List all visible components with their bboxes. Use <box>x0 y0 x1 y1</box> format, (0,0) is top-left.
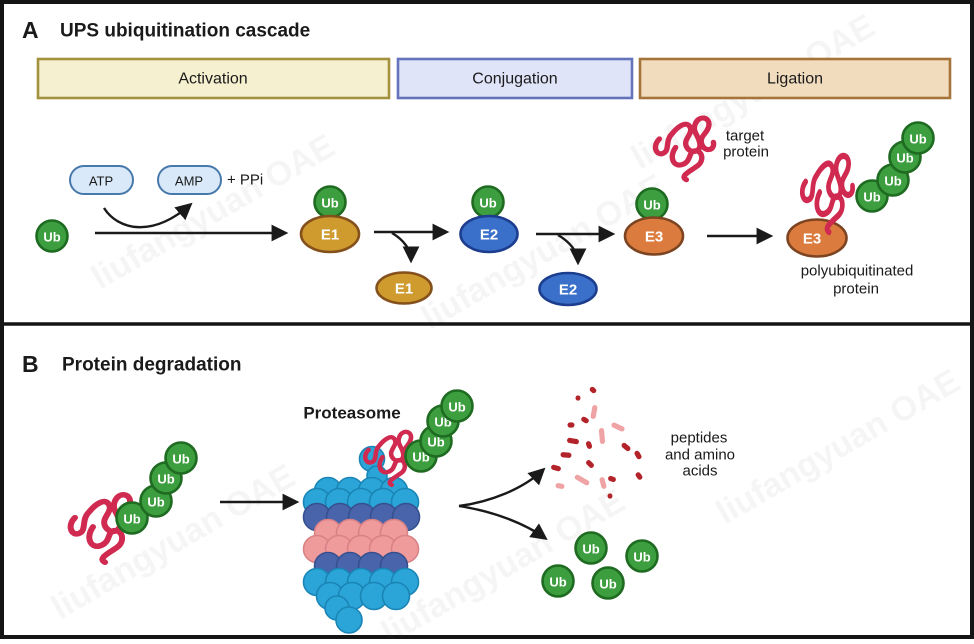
chain-ubiquitin <box>164 441 198 475</box>
e1-enzyme <box>299 214 361 254</box>
peptides-caption-line2: and amino <box>665 447 735 464</box>
free-ubiquitin <box>625 539 659 573</box>
release-arrow-e1 <box>391 231 420 264</box>
peptide-fragment <box>635 472 643 480</box>
target-protein-caption-line1: target <box>726 128 765 145</box>
e1-enzyme <box>375 271 433 305</box>
ubiquitin-on-e3 <box>635 187 669 221</box>
peptide-fragment <box>607 493 613 499</box>
proteasome-subunit <box>381 581 411 611</box>
peptide-fragment <box>634 450 642 460</box>
atp-pill <box>69 165 134 195</box>
proteasome: Proteasome <box>302 389 474 634</box>
peptide-fragment <box>586 460 594 468</box>
e2-label: E2 <box>480 227 498 244</box>
e2-enzyme <box>538 271 598 307</box>
activation-phase-label: Activation <box>178 71 247 88</box>
proteasome-label: Proteasome <box>303 404 400 423</box>
peptides-caption-line1: peptides <box>671 430 728 447</box>
free-ubiquitin <box>574 531 608 565</box>
peptide-fragment <box>581 416 589 424</box>
free-ubiquitin <box>591 566 625 600</box>
peptides-caption-line3: acids <box>682 463 717 480</box>
ubiquitin-on-e1 <box>313 185 347 219</box>
ligation-phase-box <box>638 57 952 100</box>
amp-pill <box>157 165 222 195</box>
target-protein-caption-line2: protein <box>723 144 769 161</box>
peptide-fragment <box>567 437 579 445</box>
e3-enzyme <box>623 216 685 256</box>
e2-ub-complex: E2 <box>459 185 519 254</box>
panel-a: A UPS ubiquitination cascade Activation … <box>22 17 952 307</box>
arrow-to-free-ubiquitin <box>458 504 548 540</box>
e3-label: E3 <box>803 231 821 248</box>
panel-b-title: Protein degradation <box>62 355 241 376</box>
peptide-fragment <box>585 441 593 449</box>
arrow-to-peptides <box>458 467 546 508</box>
released-e2: E2 <box>538 271 598 307</box>
peptide-fragment <box>575 395 581 401</box>
peptide-fragment <box>560 452 572 458</box>
poly-caption-line1: polyubiquitinated <box>801 263 914 280</box>
proteasome-subunit <box>335 606 363 634</box>
atp-amp-arrow <box>102 202 193 229</box>
phase-boxes: Activation Conjugation Ligation <box>36 57 952 100</box>
peptide-fragments <box>551 386 643 499</box>
atp-label: ATP <box>89 174 113 189</box>
peptide-fragment <box>574 474 590 486</box>
peptide-fragment <box>590 405 598 419</box>
peptide-fragment <box>598 428 606 444</box>
amp-label: AMP <box>175 174 203 189</box>
polyubiquitinated-complex: E3 polyubiquitinated protein <box>786 121 935 298</box>
peptide-fragment <box>608 475 616 483</box>
target-protein: target protein <box>655 118 769 180</box>
panel-a-letter: A <box>22 17 39 43</box>
panel-a-title: UPS ubiquitination cascade <box>60 21 310 42</box>
peptide-fragment <box>567 422 575 428</box>
panel-b-letter: B <box>22 351 39 377</box>
panel-b: B Protein degradation Proteasome <box>22 351 735 634</box>
proteasome-barrel <box>302 445 421 634</box>
e3-enzyme <box>786 218 848 258</box>
conjugation-phase-label: Conjugation <box>472 71 557 88</box>
ppi-label: + PPi <box>227 172 263 189</box>
e1-ub-complex: E1 <box>299 185 361 254</box>
release-arrow-e2 <box>557 233 587 266</box>
free-ubiquitin <box>541 564 575 598</box>
chain-ubiquitin <box>901 121 935 155</box>
peptides-output: peptides and amino acids <box>551 386 735 499</box>
e2-enzyme <box>459 214 519 254</box>
peptide-fragment <box>589 386 597 394</box>
e2-label: E2 <box>559 282 577 299</box>
conjugation-phase-box <box>396 57 634 100</box>
free-ubiquitin <box>35 219 69 253</box>
e1-label: E1 <box>395 281 413 298</box>
atp-amp-reaction: ATP AMP + PPi <box>69 165 263 229</box>
peptide-fragment <box>599 477 607 489</box>
released-e1: E1 <box>375 271 433 305</box>
ubiquitin-on-e2 <box>471 185 505 219</box>
peptide-fragment <box>621 442 631 452</box>
peptide-fragment <box>611 422 625 432</box>
e3-ub-complex: E3 <box>623 187 685 256</box>
poly-caption-line2: protein <box>833 281 879 298</box>
peptide-fragment <box>551 464 561 472</box>
activation-phase-box <box>36 57 391 100</box>
peptide-fragment <box>555 483 565 489</box>
e3-label: E3 <box>645 229 663 246</box>
e1-label: E1 <box>321 227 339 244</box>
ligation-phase-label: Ligation <box>767 71 823 88</box>
chain-ubiquitin <box>440 389 474 423</box>
